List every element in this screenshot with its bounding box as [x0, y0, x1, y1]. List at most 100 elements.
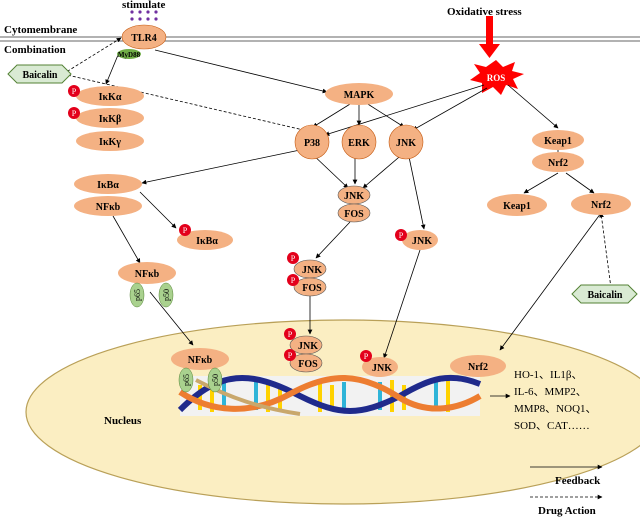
svg-text:JNK: JNK: [396, 138, 416, 149]
node-keap1-top: Keap1: [532, 130, 584, 150]
svg-text:Nrf2: Nrf2: [591, 200, 611, 211]
node-fos-complex: FOS: [337, 203, 371, 223]
svg-text:NFκb: NFκb: [135, 269, 160, 280]
svg-text:Keap1: Keap1: [503, 201, 531, 212]
svg-text:JNK: JNK: [412, 236, 432, 247]
node-fos-nuc: FOS: [289, 353, 323, 373]
baicalin-left: Baicalin: [7, 64, 72, 84]
node-nrf2-top: Nrf2: [532, 152, 584, 172]
svg-text:FOS: FOS: [344, 209, 364, 220]
node-myd88: MyD88: [117, 49, 141, 59]
cytomembrane-label: Cytomembrane: [4, 24, 77, 36]
svg-text:FOS: FOS: [298, 359, 318, 370]
ros-label: ROS: [487, 73, 506, 83]
combination-label: Combination: [4, 44, 66, 56]
gene-target-line: MMP8、NOQ1、: [514, 403, 597, 415]
ros-burst: [470, 60, 524, 95]
subunit-p50: p50: [158, 282, 174, 308]
phosphate-badge: P: [68, 85, 80, 97]
svg-text:IκBα: IκBα: [196, 236, 218, 247]
node-ikba: IκBα: [74, 174, 142, 194]
node-mapk: MAPK: [325, 83, 393, 105]
phosphate-badge: P: [287, 274, 299, 286]
node-ikkb: IκKβ: [76, 108, 144, 128]
node-tlr4: TLR4: [121, 24, 167, 50]
node-ikba-p: IκBα: [177, 230, 233, 250]
phosphate-badge: P: [287, 252, 299, 264]
phosphate-badge: P: [360, 350, 372, 362]
phosphate-badge: P: [284, 349, 296, 361]
svg-text:P: P: [364, 352, 369, 361]
svg-text:P: P: [72, 109, 77, 118]
phosphate-badge: P: [179, 224, 191, 236]
cell-membrane: [0, 36, 640, 42]
drug-action-lines: [62, 37, 612, 289]
oxidative-stress-label: Oxidative stress: [447, 6, 522, 18]
svg-text:P: P: [288, 351, 293, 360]
stimulate-label: stimulate: [122, 0, 166, 11]
node-nrf2-split: Nrf2: [571, 193, 631, 215]
svg-text:MAPK: MAPK: [344, 90, 375, 101]
pathway-nodes: TLR4 MyD88 IκKα IκKβ IκKγ MAPK P38 ERK J…: [74, 24, 631, 377]
svg-text:Baicalin: Baicalin: [22, 70, 57, 81]
svg-text:Nrf2: Nrf2: [548, 158, 568, 169]
svg-text:Baicalin: Baicalin: [587, 290, 622, 301]
node-erk: ERK: [341, 124, 377, 160]
svg-text:JNK: JNK: [302, 265, 322, 276]
svg-text:MyD88: MyD88: [118, 51, 141, 59]
phosphate-badge: P: [284, 328, 296, 340]
svg-text:IκKβ: IκKβ: [99, 114, 122, 125]
node-nrf2-nuc: Nrf2: [450, 355, 506, 377]
stimulate-dots: [130, 10, 158, 21]
svg-text:JNK: JNK: [344, 191, 364, 202]
phosphate-badge: P: [68, 107, 80, 119]
gene-target-list: HO-1、IL1β、 IL-6、MMP2、 MMP8、NOQ1、 SOD、CAT…: [514, 369, 597, 432]
svg-text:IκKγ: IκKγ: [99, 137, 121, 148]
svg-text:Keap1: Keap1: [544, 136, 572, 147]
svg-text:P: P: [399, 231, 404, 240]
svg-text:JNK: JNK: [298, 341, 318, 352]
svg-text:P: P: [183, 226, 188, 235]
node-fos-p-mid: FOS: [293, 277, 327, 297]
legend-feedback-label: Feedback: [555, 475, 601, 487]
svg-text:p65: p65: [133, 289, 142, 301]
node-p38: P38: [294, 124, 330, 160]
node-jnk-top: JNK: [388, 124, 424, 160]
svg-text:JNK: JNK: [372, 363, 392, 374]
svg-text:p50: p50: [162, 289, 171, 301]
nucleus-label: Nucleus: [104, 415, 142, 427]
node-jnk-complex: JNK: [337, 185, 371, 205]
svg-text:ERK: ERK: [348, 138, 370, 149]
phosphate-badge: P: [395, 229, 407, 241]
node-ikka: IκKα: [76, 86, 144, 106]
gene-target-line: HO-1、IL1β、: [514, 369, 583, 381]
svg-text:Nrf2: Nrf2: [468, 362, 488, 373]
node-jnk-nuc-right: JNK: [362, 357, 398, 377]
node-ikky: IκKγ: [76, 131, 144, 151]
svg-text:P38: P38: [304, 138, 320, 149]
node-jnk-p-mid: JNK: [293, 259, 327, 279]
svg-text:p50: p50: [211, 374, 220, 386]
svg-text:IκBα: IκBα: [97, 180, 119, 191]
phosphate-badges: P P P P P P P P P: [68, 85, 407, 362]
node-nfkb-dimer: NFκb: [118, 262, 176, 284]
nfkb-subunits: p65 p50 p65 p50: [129, 282, 223, 393]
svg-text:P: P: [72, 87, 77, 96]
subunit-p50-nuc: p50: [207, 367, 223, 393]
gene-target-line: IL-6、MMP2、: [514, 386, 587, 398]
svg-text:TLR4: TLR4: [131, 33, 157, 44]
legend-drug-label: Drug Action: [538, 505, 596, 517]
node-keap1-split: Keap1: [487, 194, 547, 216]
subunit-p65: p65: [129, 282, 145, 308]
svg-text:NFκb: NFκb: [96, 202, 121, 213]
baicalin-right: Baicalin: [571, 284, 638, 304]
dna-helix: [177, 374, 482, 416]
node-jnk-nuc: JNK: [289, 335, 323, 355]
svg-text:FOS: FOS: [302, 283, 322, 294]
svg-text:P: P: [291, 276, 296, 285]
oxidative-stress-arrow: [479, 16, 500, 58]
svg-text:P: P: [291, 254, 296, 263]
node-nfkb: NFκb: [74, 196, 142, 216]
legend: Feedback Drug Action: [530, 464, 603, 517]
